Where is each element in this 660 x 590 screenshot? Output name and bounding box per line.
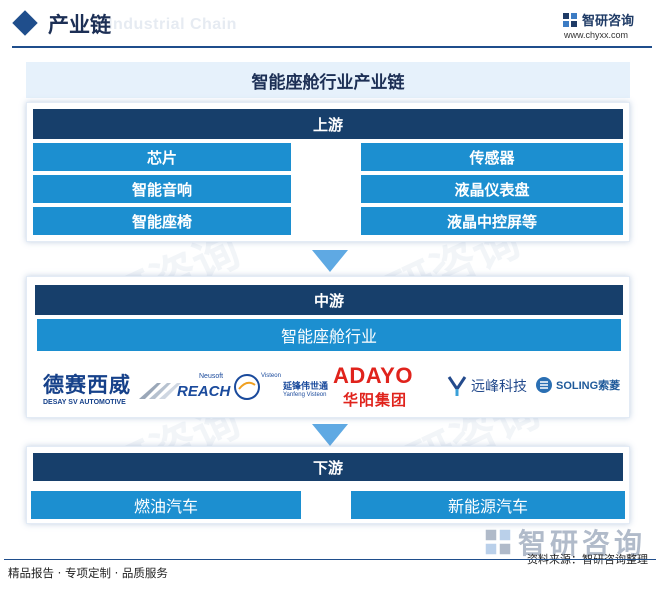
page-header: Industrial Chain 产业链 智研咨询 www.chyxx.com bbox=[0, 0, 660, 50]
midstream-panel: 中游 智能座舱行业 德赛西威 DESAY SV AUTOMOTIVE Neuso… bbox=[26, 276, 630, 418]
logo-reach-top: Neusoft bbox=[199, 373, 224, 380]
brand-logo-icon bbox=[485, 529, 511, 555]
down-arrow-icon bbox=[312, 424, 348, 446]
brand-name: 智研咨询 bbox=[582, 14, 635, 29]
downstream-panel: 下游 燃油汽车 新能源汽车 bbox=[26, 446, 630, 524]
logo-yanfeng-cn: 延锋伟世通 bbox=[283, 382, 329, 392]
logo-reach: REACH bbox=[177, 383, 231, 400]
soling-icon bbox=[536, 377, 552, 393]
downstream-item: 新能源汽车 bbox=[351, 491, 625, 519]
downstream-item: 燃油汽车 bbox=[31, 491, 301, 519]
upstream-item: 智能音响 bbox=[33, 175, 291, 203]
brand-url: www.chyxx.com bbox=[564, 30, 629, 40]
header-divider bbox=[12, 46, 652, 48]
yuanfeng-icon bbox=[447, 376, 467, 396]
logo-adayo-en: ADAYO bbox=[333, 363, 413, 388]
footer-brand-mark: 智研咨询 bbox=[484, 522, 646, 562]
midstream-header: 中游 bbox=[35, 285, 623, 315]
logo-yuanfeng-text: 远峰科技 bbox=[471, 379, 527, 395]
logo-soling-text: SOLING索菱 bbox=[556, 380, 621, 392]
midstream-industry: 智能座舱行业 bbox=[37, 319, 621, 351]
diamond-icon bbox=[12, 10, 38, 36]
upstream-item: 传感器 bbox=[361, 143, 623, 171]
logo-yuanfeng: 远峰科技 bbox=[447, 375, 527, 397]
logo-desay-sv: 德赛西威 DESAY SV AUTOMOTIVE bbox=[43, 369, 131, 406]
logo-desay-en: DESAY SV AUTOMOTIVE bbox=[43, 399, 126, 406]
logo-yanfeng-visteon: Visteon 延锋伟世通 Yanfeng Visteon bbox=[233, 371, 333, 403]
page-title: 产业链 bbox=[48, 13, 111, 37]
upstream-item: 芯片 bbox=[33, 143, 291, 171]
header-ghost-title: Industrial Chain bbox=[108, 16, 237, 33]
upstream-panel: 上游 芯片 智能音响 智能座椅 传感器 液晶仪表盘 液晶中控屏等 bbox=[26, 102, 630, 242]
upstream-item: 智能座椅 bbox=[33, 207, 291, 235]
upstream-header: 上游 bbox=[33, 109, 623, 139]
footer-divider bbox=[4, 559, 656, 560]
brand-logo-icon bbox=[563, 13, 577, 27]
footer-services: 精品报告 · 专项定制 · 品质服务 bbox=[8, 566, 168, 580]
downstream-header: 下游 bbox=[33, 453, 623, 481]
brand: 智研咨询 www.chyxx.com bbox=[562, 10, 650, 44]
logo-neusoft-reach: Neusoft REACH bbox=[137, 373, 231, 403]
down-arrow-icon bbox=[312, 250, 348, 272]
logo-yanfeng-mark: Visteon bbox=[261, 373, 281, 379]
logo-desay-cn: 德赛西威 bbox=[43, 373, 131, 397]
logo-adayo-cn: 华阳集团 bbox=[343, 391, 408, 409]
logo-soling: SOLING索菱 bbox=[535, 375, 620, 395]
logo-yanfeng-en: Yanfeng Visteon bbox=[283, 392, 327, 398]
logo-adayo: ADAYO 华阳集团 bbox=[333, 363, 413, 410]
upstream-item: 液晶仪表盘 bbox=[361, 175, 623, 203]
reach-swoosh-icon bbox=[139, 383, 181, 399]
upstream-item: 液晶中控屏等 bbox=[361, 207, 623, 235]
diagram-title: 智能座舱行业产业链 bbox=[26, 62, 630, 98]
footer-brand-text: 智研咨询 bbox=[517, 527, 646, 560]
yanfeng-icon bbox=[234, 374, 260, 400]
